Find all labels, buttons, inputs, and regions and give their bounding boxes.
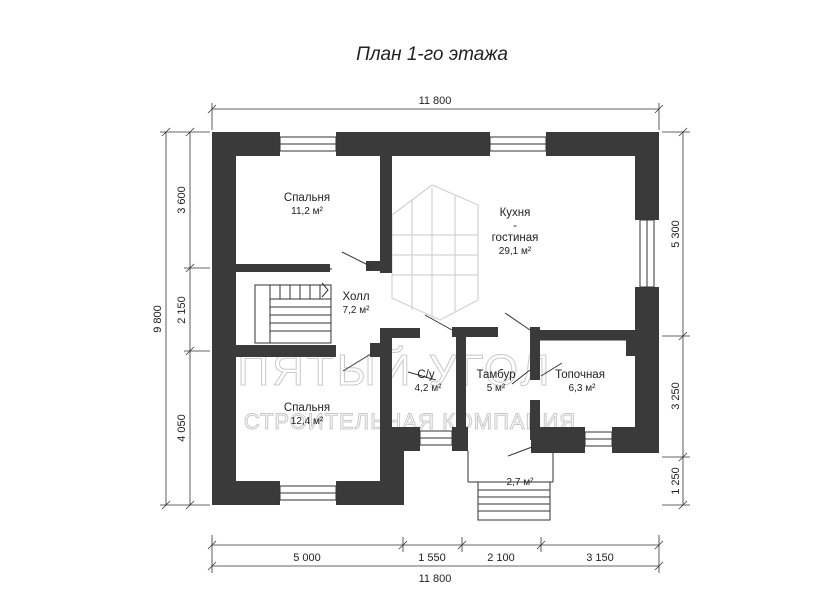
room-area-bedroom-2: 12,4 м² xyxy=(291,416,324,427)
room-area-bathroom: 4,2 м² xyxy=(415,383,443,394)
doors xyxy=(341,251,563,457)
watermark-logo-icon xyxy=(391,184,479,321)
room-labels: Спальня 11,2 м² Кухня - гостиная 29,1 м²… xyxy=(284,192,605,488)
dim-bottom-seg-1: 5 000 xyxy=(293,552,321,564)
entrance-porch xyxy=(467,451,554,521)
room-area-boiler: 6,3 м² xyxy=(569,383,597,394)
windows xyxy=(279,136,655,501)
dim-right-seg-2: 3 250 xyxy=(670,382,682,410)
dimension-lines xyxy=(160,103,690,573)
room-area-vestibule: 5 м² xyxy=(487,383,506,394)
dim-top-total: 11 800 xyxy=(419,95,452,107)
dim-bottom-seg-4: 3 150 xyxy=(586,552,614,564)
room-name-boiler: Топочная xyxy=(555,369,605,381)
staircase xyxy=(254,282,332,344)
room-name-kitchen: Кухня xyxy=(500,207,531,219)
dim-bottom-seg-3: 2 100 xyxy=(487,552,515,564)
room-name-hall: Холл xyxy=(342,291,369,303)
room-area-hall: 7,2 м² xyxy=(343,305,371,316)
dim-left-seg-1: 3 600 xyxy=(176,186,188,214)
room-name-bedroom-2: Спальня xyxy=(284,402,330,414)
plan-title: План 1-го этажа xyxy=(356,44,508,65)
dim-bottom-total: 11 800 xyxy=(419,573,452,585)
room-name-kitchen-dash: - xyxy=(513,220,517,232)
room-area-kitchen: 29,1 м² xyxy=(499,246,532,257)
room-name-bathroom: С/у xyxy=(417,369,435,381)
dim-left-seg-3: 4 050 xyxy=(176,414,188,442)
walls xyxy=(212,132,659,505)
dim-left-total: 9 800 xyxy=(152,305,164,333)
room-area-bedroom-1: 11,2 м² xyxy=(291,206,323,217)
room-name-kitchen-living: гостиная xyxy=(492,232,539,244)
room-area-porch: 2,7 м² xyxy=(507,477,535,488)
dim-left-seg-2: 2 150 xyxy=(176,296,188,324)
room-name-vestibule: Тамбур xyxy=(476,369,515,381)
dim-right-seg-1: 5 300 xyxy=(670,220,682,248)
room-name-bedroom-1: Спальня xyxy=(284,192,330,204)
dim-bottom-seg-2: 1 550 xyxy=(418,552,446,564)
dim-right-seg-3: 1 250 xyxy=(670,467,682,495)
